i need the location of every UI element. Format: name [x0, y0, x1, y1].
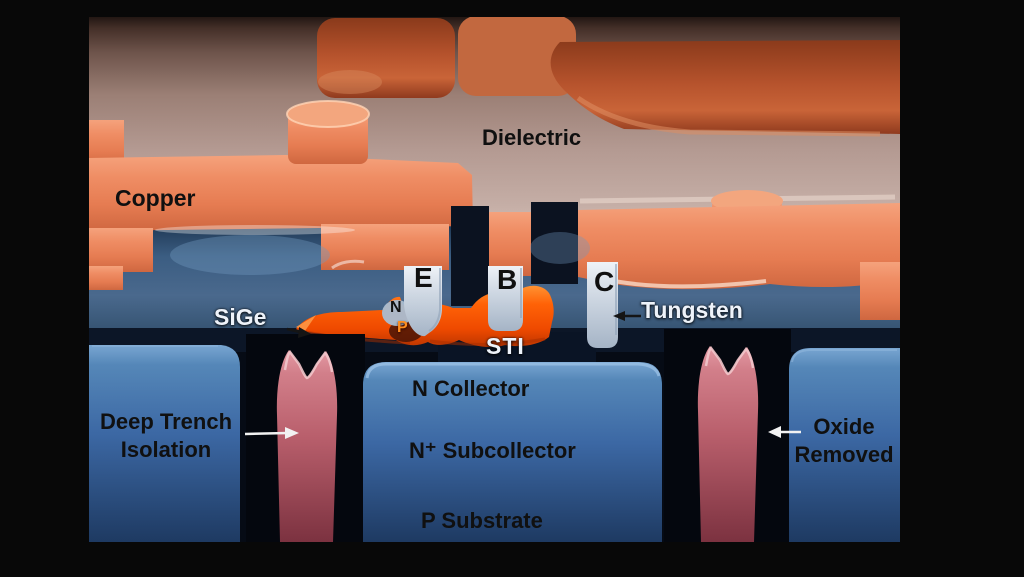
sige-arrow: [286, 327, 311, 338]
sige-label: SiGe: [214, 304, 267, 330]
dielectric-label: Dielectric: [482, 125, 582, 150]
copper-top-bar: [550, 40, 900, 134]
deep-trench-label-line1: Deep Trench: [99, 409, 233, 434]
n-collector-label: N Collector: [412, 376, 530, 401]
tungsten-plug-base: [488, 266, 523, 331]
tungsten-arrow: [613, 311, 641, 321]
p-substrate-label: P Substrate: [421, 508, 543, 533]
n-subcollector-label: N⁺ Subcollector: [409, 438, 576, 463]
deep-trench-arrow: [244, 427, 299, 439]
oxide-removed-label-line2: Removed: [794, 442, 894, 467]
dark-slot-right: [531, 202, 578, 284]
copper-tab-highlight: [331, 259, 365, 270]
copper-stud-left-top: [287, 101, 369, 127]
copper-via-blob-2: [458, 17, 576, 96]
blue-band-highlight: [170, 235, 330, 275]
oxide-removed-label: Oxide Removed: [786, 413, 902, 469]
base-label: B: [497, 264, 518, 295]
copper-via-blob: [317, 18, 455, 98]
tungsten-plug-emitter-shade: [428, 268, 441, 332]
oxide-removed-label-line1: Oxide: [813, 414, 875, 439]
copper-tab-far-left: [89, 228, 153, 272]
collector-label: C: [594, 266, 615, 297]
copper-rail-highlight: [155, 225, 355, 235]
p-marker-label: P: [397, 319, 408, 336]
copper-rail-right: [578, 203, 900, 290]
copper-blob-sheen: [318, 70, 382, 94]
copper-tab-foot: [89, 266, 123, 290]
copper-top-bar-highlight: [576, 95, 881, 137]
photo: [89, 17, 900, 542]
dark-slot-left: [451, 206, 489, 306]
tungsten-plug-collector: [587, 262, 618, 348]
deep-trench-right-rim: [704, 346, 755, 376]
tungsten-plug-emitter: [404, 266, 442, 337]
deep-trench-label: Deep Trench Isolation: [88, 408, 244, 464]
oxide-removed-arrow: [768, 426, 801, 438]
silicon-island-center: [363, 362, 662, 542]
deep-trench-left: [276, 350, 338, 542]
blue-band-highlight-2: [530, 232, 590, 264]
copper-finger-base: [486, 212, 531, 276]
copper-step-right: [860, 262, 900, 320]
n-marker-label: N: [390, 299, 402, 316]
copper-label: Copper: [115, 185, 196, 211]
deep-trench-right: [697, 346, 759, 542]
emitter-label: E: [414, 262, 433, 293]
silicon-block-left: [89, 345, 240, 542]
silicon-block-right-rim: [791, 349, 897, 363]
silicon-island-rim: [365, 362, 661, 379]
sti-label: STI: [486, 333, 525, 359]
tungsten-label: Tungsten: [641, 297, 743, 323]
copper-stud-left-rim: [286, 100, 370, 128]
copper-rail-right-highlight: [603, 277, 767, 289]
deep-trench-left-rim: [283, 350, 334, 380]
copper-rail-left: [89, 155, 473, 231]
deep-trench-label-line2: Isolation: [120, 437, 212, 462]
sige-tip-highlight: [296, 315, 316, 331]
silicon-block-right: [789, 348, 900, 542]
